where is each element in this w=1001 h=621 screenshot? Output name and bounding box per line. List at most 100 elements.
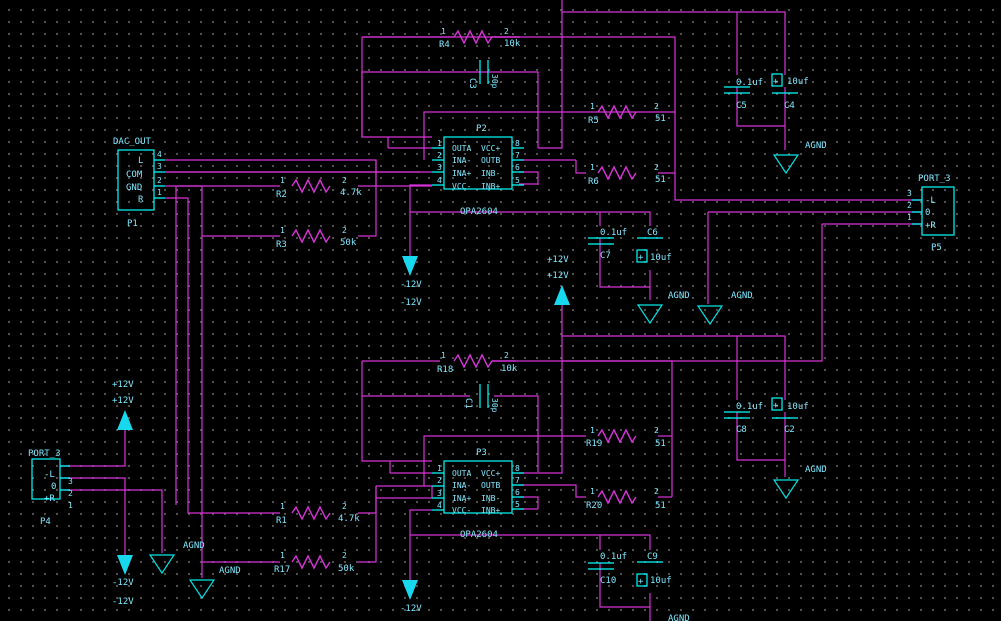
pin-number: 7 — [515, 151, 520, 160]
resistor-value: 51 — [655, 114, 666, 124]
pin-number: 8 — [515, 464, 520, 473]
pin-number: 5 — [515, 500, 520, 509]
pin-name: OUTB — [481, 156, 500, 165]
pin-number: 2 — [342, 551, 347, 560]
connector-dac-out: DAC_OUT P1 L COM GND R 4 3 2 1 — [113, 137, 165, 229]
pin-name: VCC- — [452, 506, 471, 515]
ground-icon: AGND — [188, 566, 241, 600]
pos-12v-arrow-icon: +12V +12V — [112, 380, 134, 430]
ground-label: AGND — [183, 541, 205, 551]
pin-number: 1 — [68, 501, 73, 510]
pin-number: 2 — [654, 426, 659, 435]
ground-label: AGND — [805, 465, 827, 475]
power-label: +12V — [547, 255, 569, 265]
pin-number: 7 — [515, 476, 520, 485]
pin-label-neg-l: -L — [925, 196, 936, 206]
capacitor-value: 10uf — [787, 402, 809, 412]
pin-number: 4 — [437, 176, 442, 185]
neg-12v-arrow-icon: -12V -12V — [400, 256, 422, 308]
neg-12v-arrow-icon: -12V -12V — [112, 555, 134, 607]
resistor-value: 4.7k — [340, 188, 362, 198]
capacitor-plus: + — [638, 577, 644, 587]
resistor-r19: 1 2 R19 51 — [586, 426, 666, 449]
capacitor-plus: + — [773, 401, 779, 411]
capacitor-ref: C4 — [784, 101, 795, 111]
connector-ref: P4 — [40, 517, 51, 527]
resistor-ref: R1 — [276, 516, 287, 526]
pin-number: 1 — [590, 487, 595, 496]
capacitor-value: 10uf — [650, 253, 672, 263]
pin-number: 2 — [68, 489, 73, 498]
resistor-ref: R3 — [276, 240, 287, 250]
pin-number: 1 — [280, 502, 285, 511]
power-label: -12V — [400, 298, 422, 308]
pin-name: INB- — [481, 494, 500, 503]
resistor-ref: R6 — [588, 177, 599, 187]
connector-p5: PORT_3 P5 -L 0 +R 3 2 1 — [907, 174, 955, 253]
pin-number: 2 — [157, 176, 162, 185]
pin-name: VCC+ — [481, 469, 500, 478]
connector-ref: P5 — [931, 243, 942, 253]
pin-number: 1 — [441, 351, 446, 360]
power-label: +12V — [112, 380, 134, 390]
pin-number: 2 — [504, 351, 509, 360]
capacitor-c3: C3 30p — [467, 60, 499, 89]
opamp-p2: P2 OPA2604 OUTA INA- INA+ VCC- VCC+ OUTB… — [432, 124, 524, 217]
resistor-ref: R18 — [437, 365, 453, 375]
ground-label: AGND — [731, 291, 753, 301]
pin-number: 3 — [437, 489, 442, 498]
pin-number: 8 — [515, 139, 520, 148]
resistor-r6: 1 2 R6 51 — [588, 163, 666, 187]
power-label: +12V — [112, 396, 134, 406]
pin-number: 1 — [590, 163, 595, 172]
neg-12v-arrow-icon: -12V — [400, 580, 422, 614]
pin-name: INA- — [452, 481, 471, 490]
power-label: -12V — [112, 578, 134, 588]
pin-number: 2 — [437, 151, 442, 160]
pin-name: OUTA — [452, 144, 471, 153]
pin-number: 5 — [515, 176, 520, 185]
opamp-p3: P3 OPA2604 OUTA INA- INA+ VCC- VCC+ OUTB… — [432, 448, 524, 540]
pin-number: 1 — [280, 551, 285, 560]
pin-number: 2 — [437, 476, 442, 485]
resistor-r1: 1 2 R1 4.7k — [276, 502, 360, 526]
resistor-ref: R19 — [586, 439, 602, 449]
ground-icon: AGND — [772, 465, 827, 500]
pin-number: 1 — [437, 139, 442, 148]
pin-number: 2 — [654, 163, 659, 172]
capacitor-ref: C1 — [463, 398, 473, 409]
pin-label-l: L — [138, 156, 143, 166]
pin-name: INA+ — [452, 494, 471, 503]
power-label: -12V — [400, 604, 422, 614]
capacitor-c7: 0.1uf C7 — [588, 228, 627, 261]
ground-icon: AGND — [636, 291, 690, 325]
capacitor-value: 30p — [490, 74, 499, 89]
pin-name: INB- — [481, 169, 500, 178]
pin-number: 3 — [437, 163, 442, 172]
ground-icon: AGND — [148, 541, 205, 575]
pin-label-gnd: GND — [126, 183, 142, 193]
power-label: -12V — [400, 280, 422, 290]
resistor-r2: 1 2 R2 4.7k — [276, 176, 362, 200]
capacitor-ref: C8 — [736, 425, 747, 435]
capacitor-value: 0.1uf — [736, 402, 763, 412]
pin-name: INB+ — [481, 506, 500, 515]
resistor-value: 10k — [501, 364, 518, 374]
wires — [60, 0, 922, 621]
pin-number: 2 — [654, 487, 659, 496]
power-label: -12V — [112, 597, 134, 607]
pin-label-neg-l: -L — [44, 470, 55, 480]
resistor-r17: 1 2 R17 50k — [274, 551, 355, 575]
capacitor-ref: C2 — [784, 425, 795, 435]
pin-number: 2 — [342, 502, 347, 511]
opamp-ref: P2 — [476, 124, 487, 134]
opamp-ref: P3 — [476, 448, 487, 458]
pin-number: 2 — [504, 27, 509, 36]
resistor-r5: 1 2 R5 51 — [588, 102, 666, 126]
capacitor-plus: + — [773, 77, 779, 87]
capacitor-plus: + — [638, 253, 644, 263]
pin-number: 2 — [342, 226, 347, 235]
connector-name: PORT_3 — [28, 449, 61, 459]
ground-label: AGND — [805, 141, 827, 151]
pin-number: 6 — [515, 488, 520, 497]
